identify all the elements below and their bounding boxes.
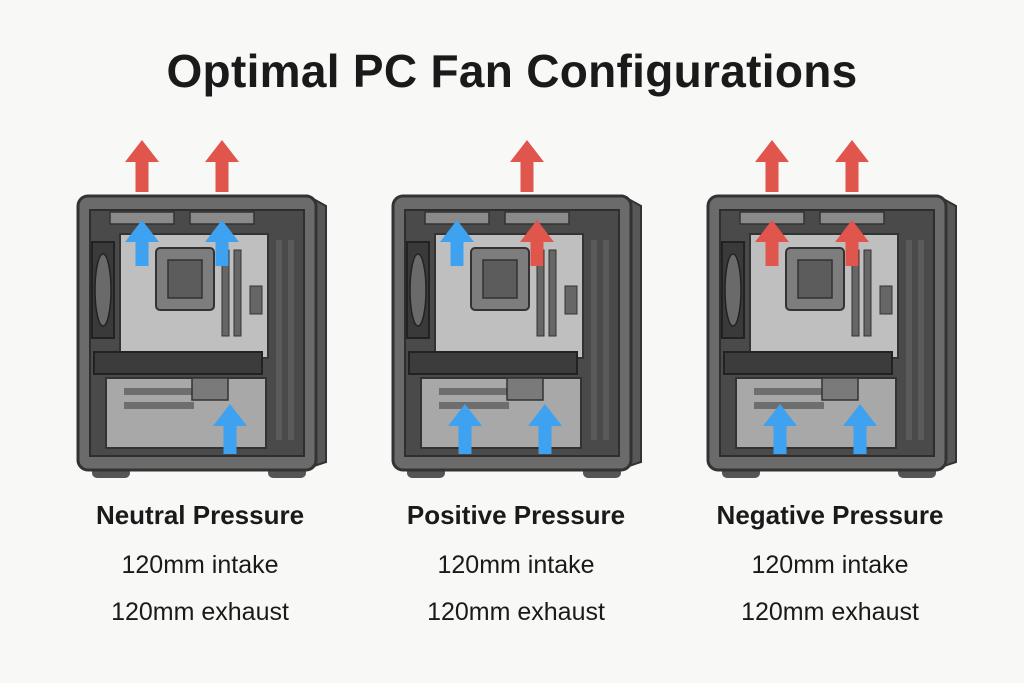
exhaust-arrow [510, 140, 544, 192]
psu-vent [439, 402, 509, 409]
intake-arrow [213, 404, 247, 454]
ram-slot [863, 249, 872, 337]
exhaust-arrow [125, 140, 159, 192]
exhaust-label: 120mm exhaust [427, 598, 605, 626]
exhaust-arrow [755, 140, 789, 192]
intake-arrow [763, 404, 797, 454]
intake-arrow [528, 404, 562, 454]
intake-arrow [205, 220, 239, 266]
ram-slot [548, 249, 557, 337]
psu-vent [439, 388, 509, 395]
cable-bar [603, 240, 609, 440]
psu-cable-box [191, 377, 229, 401]
intake-label: 120mm intake [437, 551, 595, 579]
ram-slot [233, 249, 242, 337]
intake-arrow [843, 404, 877, 454]
caption-negative: Negative Pressure 120mm intake 120mm exh… [680, 500, 980, 645]
case-diagram-positive [385, 130, 685, 490]
diagram-title: Optimal PC Fan Configurations [166, 45, 858, 97]
fan-blades [94, 253, 112, 327]
board-connector [564, 285, 578, 315]
gpu [723, 351, 893, 375]
cable-bar [918, 240, 924, 440]
intake-arrow [125, 220, 159, 266]
exhaust-arrow [755, 220, 789, 266]
case-diagram-negative [700, 130, 1000, 490]
psu-vent [754, 402, 824, 409]
config-title: Positive Pressure [406, 500, 626, 530]
gpu [93, 351, 263, 375]
board-connector [879, 285, 893, 315]
psu-vent [754, 388, 824, 395]
fan-blades [409, 253, 427, 327]
intake-arrow [448, 404, 482, 454]
cpu [167, 259, 203, 299]
cable-bar [288, 240, 294, 440]
fan-blades [724, 253, 742, 327]
caption-neutral: Neutral Pressure 120mm intake 120mm exha… [50, 500, 350, 645]
cpu [482, 259, 518, 299]
cable-bar [906, 240, 912, 440]
cpu [797, 259, 833, 299]
caption-positive: Positive Pressure 120mm intake 120mm exh… [366, 500, 666, 645]
exhaust-label: 120mm exhaust [111, 598, 289, 626]
psu-vent [124, 388, 194, 395]
pc-case-illustration [391, 140, 642, 478]
exhaust-arrow [835, 220, 869, 266]
pc-case-illustration [706, 140, 957, 478]
exhaust-arrow [205, 140, 239, 192]
case-diagram-neutral [70, 130, 370, 490]
intake-label: 120mm intake [751, 551, 909, 579]
intake-arrow [440, 220, 474, 266]
exhaust-arrow [520, 220, 554, 266]
psu-cable-box [821, 377, 859, 401]
psu-cable-box [506, 377, 544, 401]
pc-case-illustration [76, 140, 327, 478]
config-title: Negative Pressure [716, 500, 944, 530]
config-title: Neutral Pressure [95, 500, 305, 530]
board-connector [249, 285, 263, 315]
exhaust-label: 120mm exhaust [741, 598, 919, 626]
psu-vent [124, 402, 194, 409]
cable-bar [276, 240, 282, 440]
gpu [408, 351, 578, 375]
exhaust-arrow [835, 140, 869, 192]
cable-bar [591, 240, 597, 440]
intake-label: 120mm intake [121, 551, 279, 579]
